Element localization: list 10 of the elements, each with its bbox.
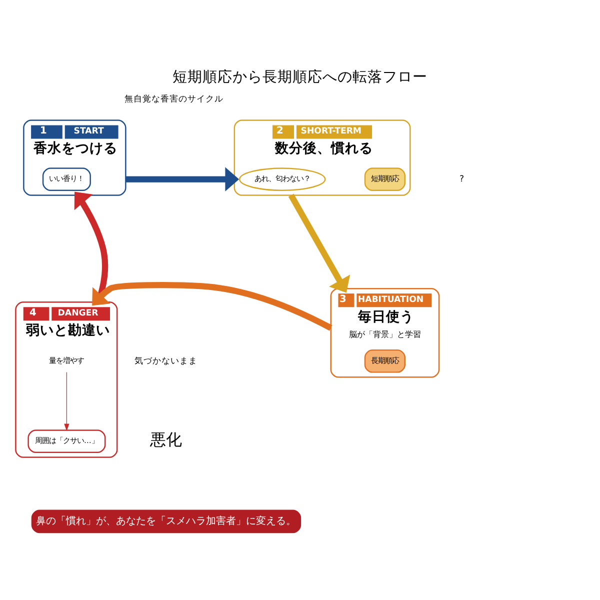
arrow [288,194,350,293]
arrow [126,167,240,192]
label: ? [459,174,464,185]
arrow [92,282,332,331]
label: 悪化 [150,430,182,450]
arrow [64,372,70,432]
diagram-title: 短期順応から長期順応への転落フロー [172,68,428,86]
label: 気づかないまま [134,356,198,366]
node-box: 鼻の「慣れ」が、あなたを「スメハラ加害者」に変える。 [31,510,302,534]
label: 無自覚な香害のサイクル [124,94,224,105]
